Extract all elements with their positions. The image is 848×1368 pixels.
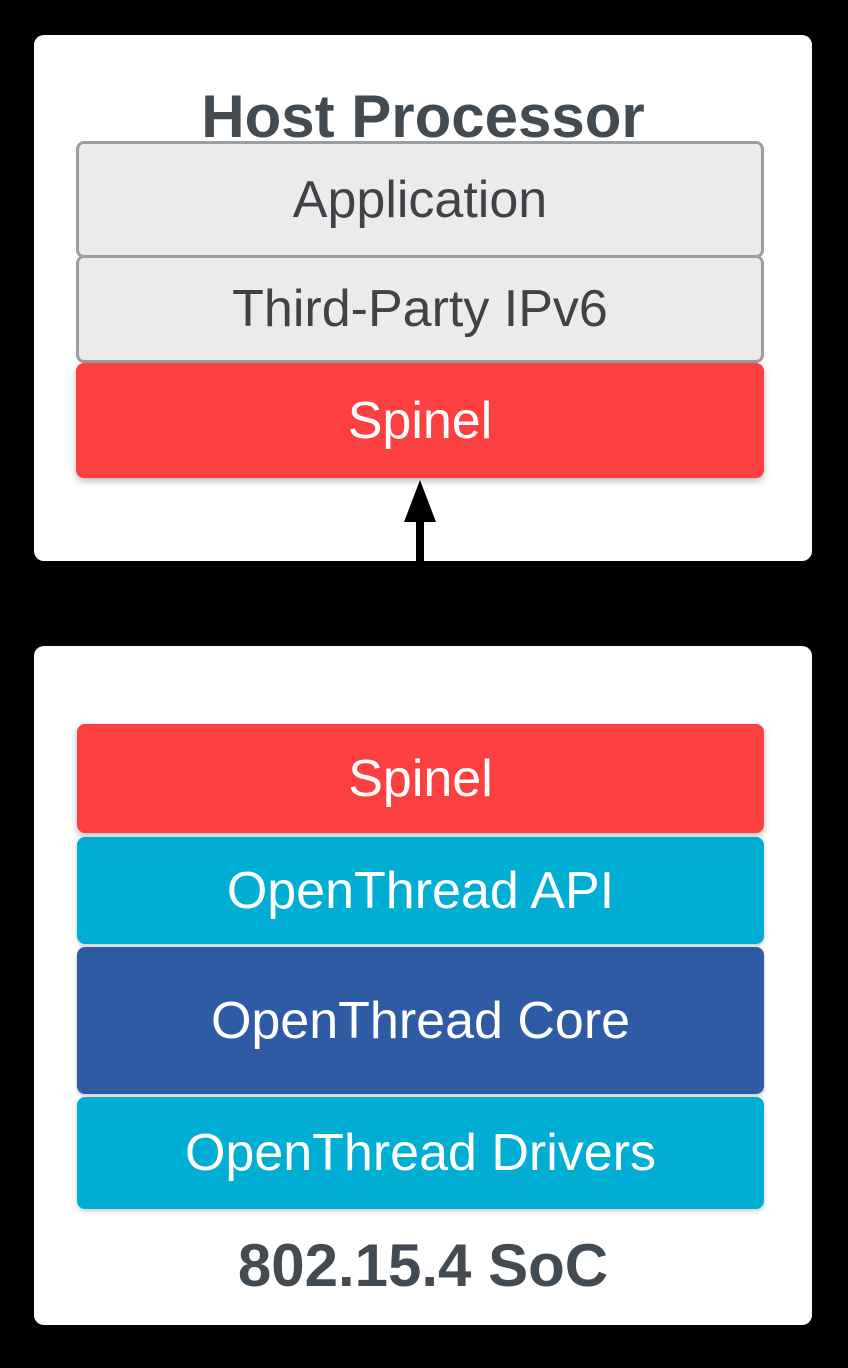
soc-card: Spinel OpenThread API OpenThread Core Op… (34, 646, 812, 1325)
layer-spinel-host-label: Spinel (347, 391, 493, 450)
host-processor-card: Host Processor Application Third-Party I… (34, 35, 812, 561)
bidirectional-arrow-icon (403, 480, 437, 718)
layer-openthread-core-label: OpenThread Core (210, 991, 631, 1050)
layer-third-party-ipv6-label: Third-Party IPv6 (232, 280, 608, 338)
layer-application-label: Application (292, 170, 548, 229)
layer-spinel-host: Spinel (76, 363, 764, 478)
host-card-title: Host Processor (201, 83, 645, 150)
layer-spinel-soc-label: Spinel (348, 749, 493, 808)
layer-openthread-api: OpenThread API (77, 837, 764, 944)
layer-openthread-core: OpenThread Core (77, 947, 764, 1094)
layer-openthread-drivers: OpenThread Drivers (77, 1097, 764, 1209)
layer-application: Application (76, 141, 764, 258)
layer-third-party-ipv6: Third-Party IPv6 (76, 255, 764, 363)
layer-spinel-soc: Spinel (77, 724, 764, 833)
layer-openthread-drivers-label: OpenThread Drivers (184, 1124, 657, 1182)
layer-openthread-api-label: OpenThread API (226, 861, 615, 920)
soc-card-title: 802.15.4 SoC (237, 1232, 609, 1299)
